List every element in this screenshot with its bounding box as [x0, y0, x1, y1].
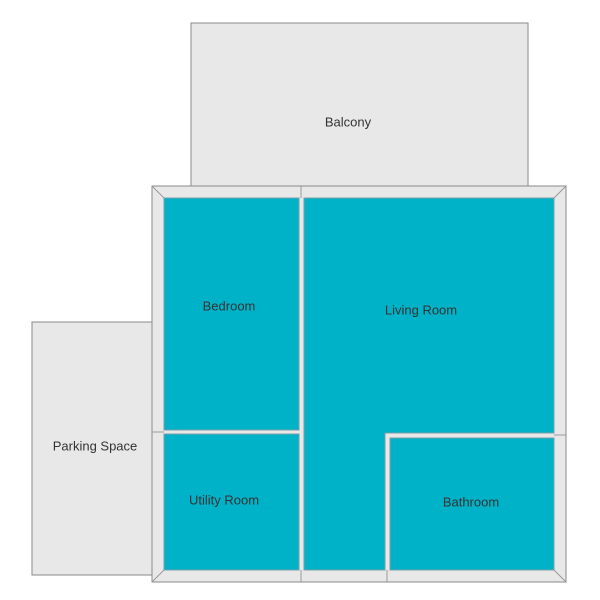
parking-space-label: Parking Space [53, 438, 138, 453]
wall-bevel-top-right [553, 185, 567, 199]
parking-space-area [31, 321, 153, 576]
wall-bevel-bottom-left [151, 569, 165, 583]
utility-room-area [163, 433, 300, 571]
wall-bevel-top-left [151, 185, 165, 199]
wall-bevel-bottom-right [553, 569, 567, 583]
bedroom-label: Bedroom [203, 298, 256, 313]
balcony-area [190, 22, 529, 188]
living-room-area [303, 197, 555, 571]
living-room-label: Living Room [385, 302, 457, 317]
bedroom-area [163, 197, 300, 431]
bathroom-label: Bathroom [443, 494, 499, 509]
balcony-label: Balcony [325, 114, 372, 129]
utility-room-label: Utility Room [189, 492, 259, 507]
bathroom-area [389, 437, 555, 571]
